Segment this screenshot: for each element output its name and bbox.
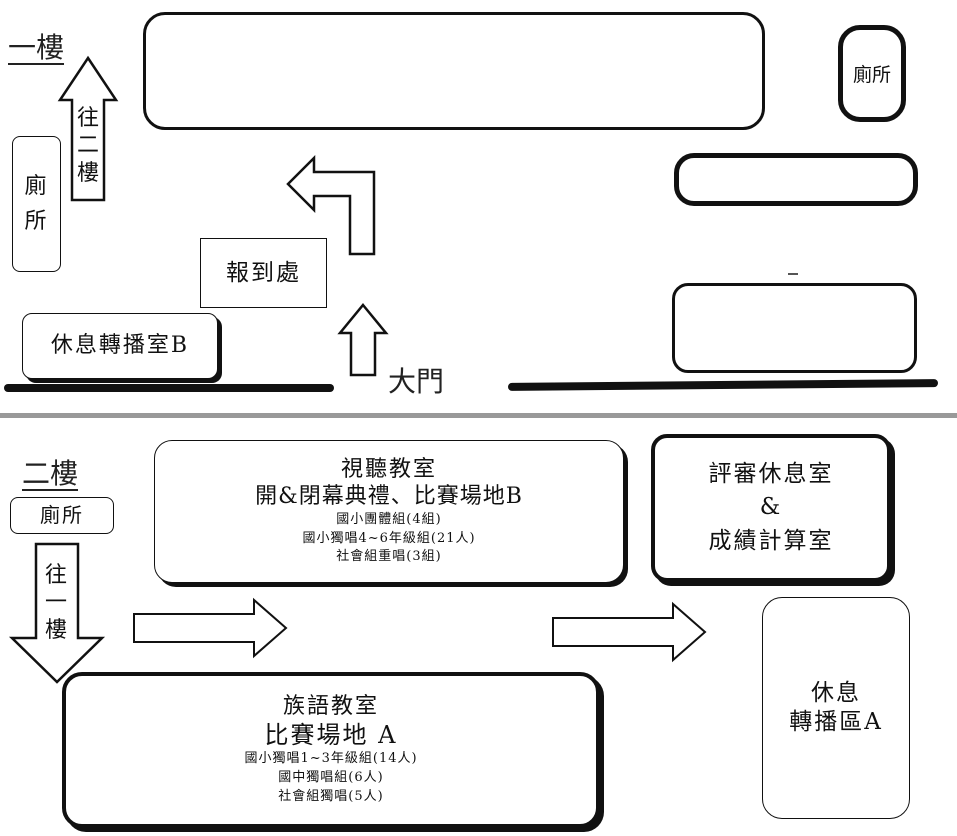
av-room: 視聽教室 開&閉幕典禮、比賽場地B 國小團體組(4組) 國小獨唱4~6年級組(2…: [154, 440, 624, 583]
rest-broadcast-area-a: 休息 轉播區A: [762, 597, 910, 819]
floor1-restroom-left-char2: 所: [24, 209, 49, 234]
floor1-restroom-top-right-label: 廁所: [852, 64, 891, 86]
av-room-subtitle: 開&閉幕典禮、比賽場地B: [255, 484, 523, 510]
floor1-room-right: [672, 283, 917, 373]
rest-broadcast-area-a-line2: 轉播區A: [789, 709, 883, 735]
main-gate-label: 大門: [388, 365, 445, 398]
rest-broadcast-room-b: 休息轉播室B: [22, 313, 218, 379]
right-arrow-1: [133, 597, 288, 659]
judges-room-line2: &: [759, 494, 783, 521]
right-arrow-2: [552, 601, 707, 663]
floor2-restroom: 廁所: [10, 497, 114, 534]
av-room-item: 國小團體組(4組): [336, 511, 442, 527]
wall-line-right: [507, 379, 939, 391]
bent-arrow-left: [286, 154, 376, 256]
registration-desk: 報到處: [200, 238, 327, 308]
language-room-item: 國中獨唱組(6人): [278, 770, 384, 786]
language-room-item: 社會組獨唱(5人): [278, 789, 384, 805]
av-room-item: 社會組重唱(3組): [336, 549, 442, 565]
language-room-subtitle: 比賽場地 A: [264, 721, 398, 750]
up-arrow-gate: [337, 303, 389, 377]
registration-label: 報到處: [226, 259, 301, 286]
rest-broadcast-room-b-label: 休息轉播室B: [50, 333, 190, 359]
floor1-room-large: [143, 12, 765, 130]
av-room-item: 國小獨唱4~6年級組(21人): [302, 530, 476, 546]
floor1-room-bar: [674, 153, 918, 206]
floor-divider: [0, 413, 957, 418]
floor1-restroom-left: 廁 所: [12, 136, 61, 272]
rest-broadcast-area-a-line1: 休息: [811, 680, 861, 707]
judges-room-line1: 評審休息室: [708, 460, 834, 487]
to-floor2-label: 往 二 樓: [77, 105, 100, 186]
floor1-restroom-left-char1: 廁: [24, 173, 49, 199]
language-room-title: 族語教室: [282, 693, 379, 719]
floor1-restroom-top-right: 廁所: [838, 25, 906, 122]
to-floor1-label: 往 一 樓: [45, 562, 68, 643]
language-room: 族語教室 比賽場地 A 國小獨唱1~3年級組(14人) 國中獨唱組(6人) 社會…: [62, 672, 600, 828]
down-arrow-to-floor1: [8, 542, 106, 684]
floor2-label: 二樓: [22, 457, 79, 490]
floor1-small-mark: [788, 273, 798, 275]
floor1-label: 一樓: [8, 31, 65, 64]
av-room-title: 視聽教室: [340, 456, 437, 482]
language-room-item: 國小獨唱1~3年級組(14人): [244, 751, 418, 767]
judges-room-line3: 成績計算室: [708, 527, 834, 554]
floor2-restroom-label: 廁所: [40, 503, 84, 527]
up-arrow-to-floor2: [57, 55, 119, 202]
wall-line-left: [4, 384, 334, 392]
judges-room: 評審休息室 & 成績計算室: [651, 434, 891, 582]
